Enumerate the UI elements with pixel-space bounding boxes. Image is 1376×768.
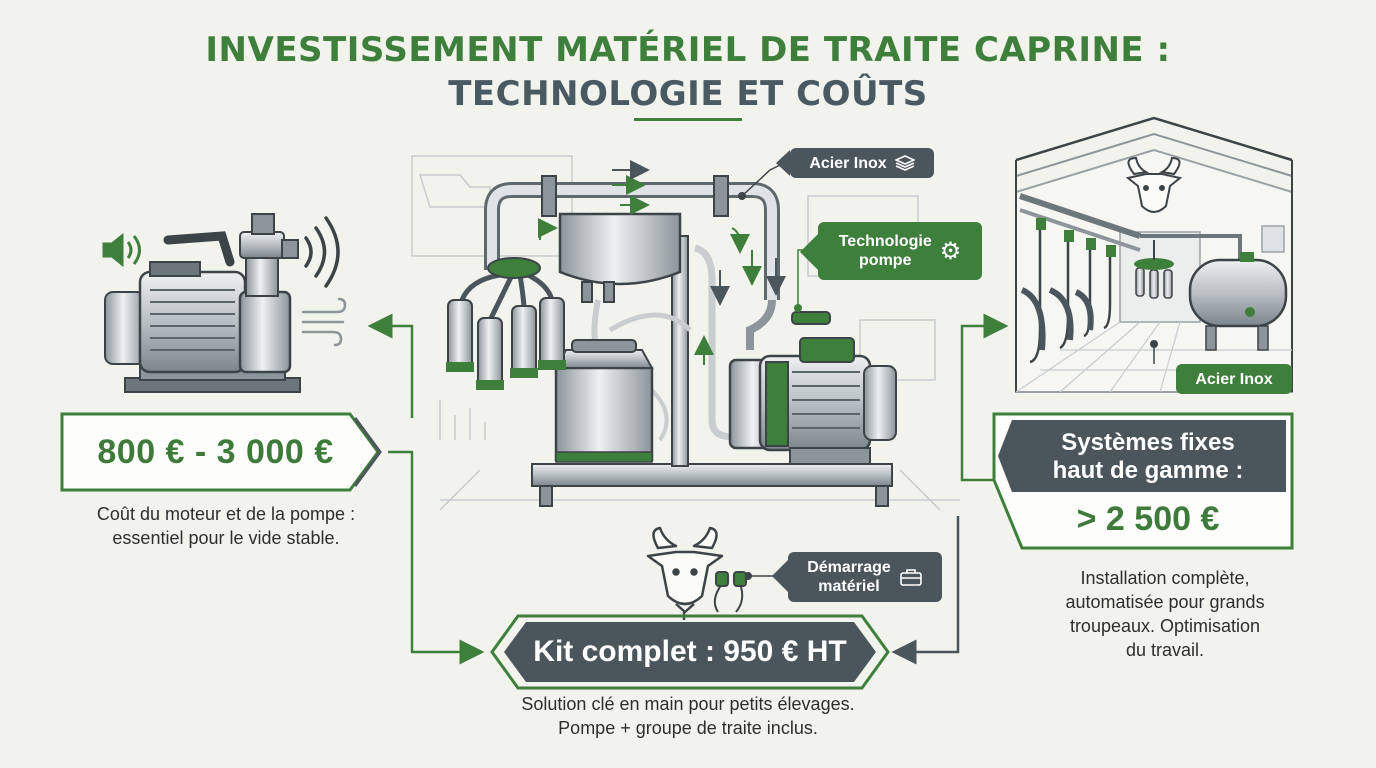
goat-icon [646, 526, 724, 620]
vacuum-pump-illustration [104, 213, 301, 393]
kit-price: Kit complet : 950 € HT [533, 635, 847, 668]
motor-description-line1: Coût du moteur et de la pompe : [96, 504, 356, 524]
badge-pump-technology-line1: Technologie [838, 233, 932, 250]
sound-waves-icon [304, 216, 340, 288]
badge-pump-technology-line2: pompe [859, 252, 912, 269]
motor-description-line2: essentiel pour le vide stable. [112, 528, 340, 548]
kit-description-line1: Solution clé en main pour petits élevage… [521, 694, 855, 714]
toolbox-icon [899, 569, 922, 586]
fixed-systems-description-line2: automatisée pour grands [1065, 592, 1265, 612]
badge-stainless-steel-label: Acier Inox [809, 154, 887, 172]
badge-tech-tail [800, 234, 818, 270]
fixed-systems-description-line1: Installation complète, [1080, 568, 1250, 588]
gear-icon: ⚙ [939, 236, 962, 265]
page-subtitle: TECHNOLOGIE ET COÛTS [448, 74, 928, 114]
fixed-systems-heading: Systèmes fixes haut de gamme : [1010, 422, 1286, 492]
fixed-systems-heading-line1: Systèmes fixes [1061, 429, 1235, 456]
badge-steel-tail [776, 150, 790, 176]
fixed-systems-description-line4: du travail. [1125, 640, 1205, 660]
airflow-icon [301, 297, 347, 347]
teat-cups-icon [713, 571, 747, 613]
layers-icon [894, 155, 915, 171]
motor-price-range: 800 € - 3 000 € [97, 432, 334, 471]
badge-equipment-start: Démarrage matériel [788, 552, 942, 602]
fixed-systems-price: > 2 500 € [1076, 499, 1220, 538]
page-title: INVESTISSEMENT MATÉRIEL DE TRAITE CAPRIN… [205, 30, 1171, 70]
kit-description-line2: Pompe + groupe de traite inclus. [558, 718, 818, 738]
badge-right-stainless-steel: Acier Inox [1176, 364, 1292, 394]
milking-parlor-illustration [1015, 116, 1293, 393]
fixed-systems-heading-line2: haut de gamme : [1052, 457, 1244, 484]
badge-pump-technology: Technologie pompe ⚙ [818, 222, 982, 280]
left-price-frame [60, 412, 380, 492]
speaker-icon [102, 232, 141, 268]
kit-price-frame [490, 614, 890, 690]
title-underline [634, 118, 742, 121]
badge-equipment-start-line2: matériel [818, 578, 880, 595]
motor-description: Coût du moteur et de la pompe : essentie… [36, 502, 416, 550]
milking-machine-illustration [411, 155, 960, 511]
fixed-systems-description: Installation complète, automatisée pour … [1020, 566, 1310, 662]
badge-start-tail [772, 560, 788, 592]
badge-equipment-start-line1: Démarrage [807, 559, 891, 576]
fixed-systems-description-line3: troupeaux. Optimisation [1069, 616, 1261, 636]
kit-description: Solution clé en main pour petits élevage… [448, 692, 928, 740]
badge-stainless-steel: Acier Inox [790, 148, 934, 178]
